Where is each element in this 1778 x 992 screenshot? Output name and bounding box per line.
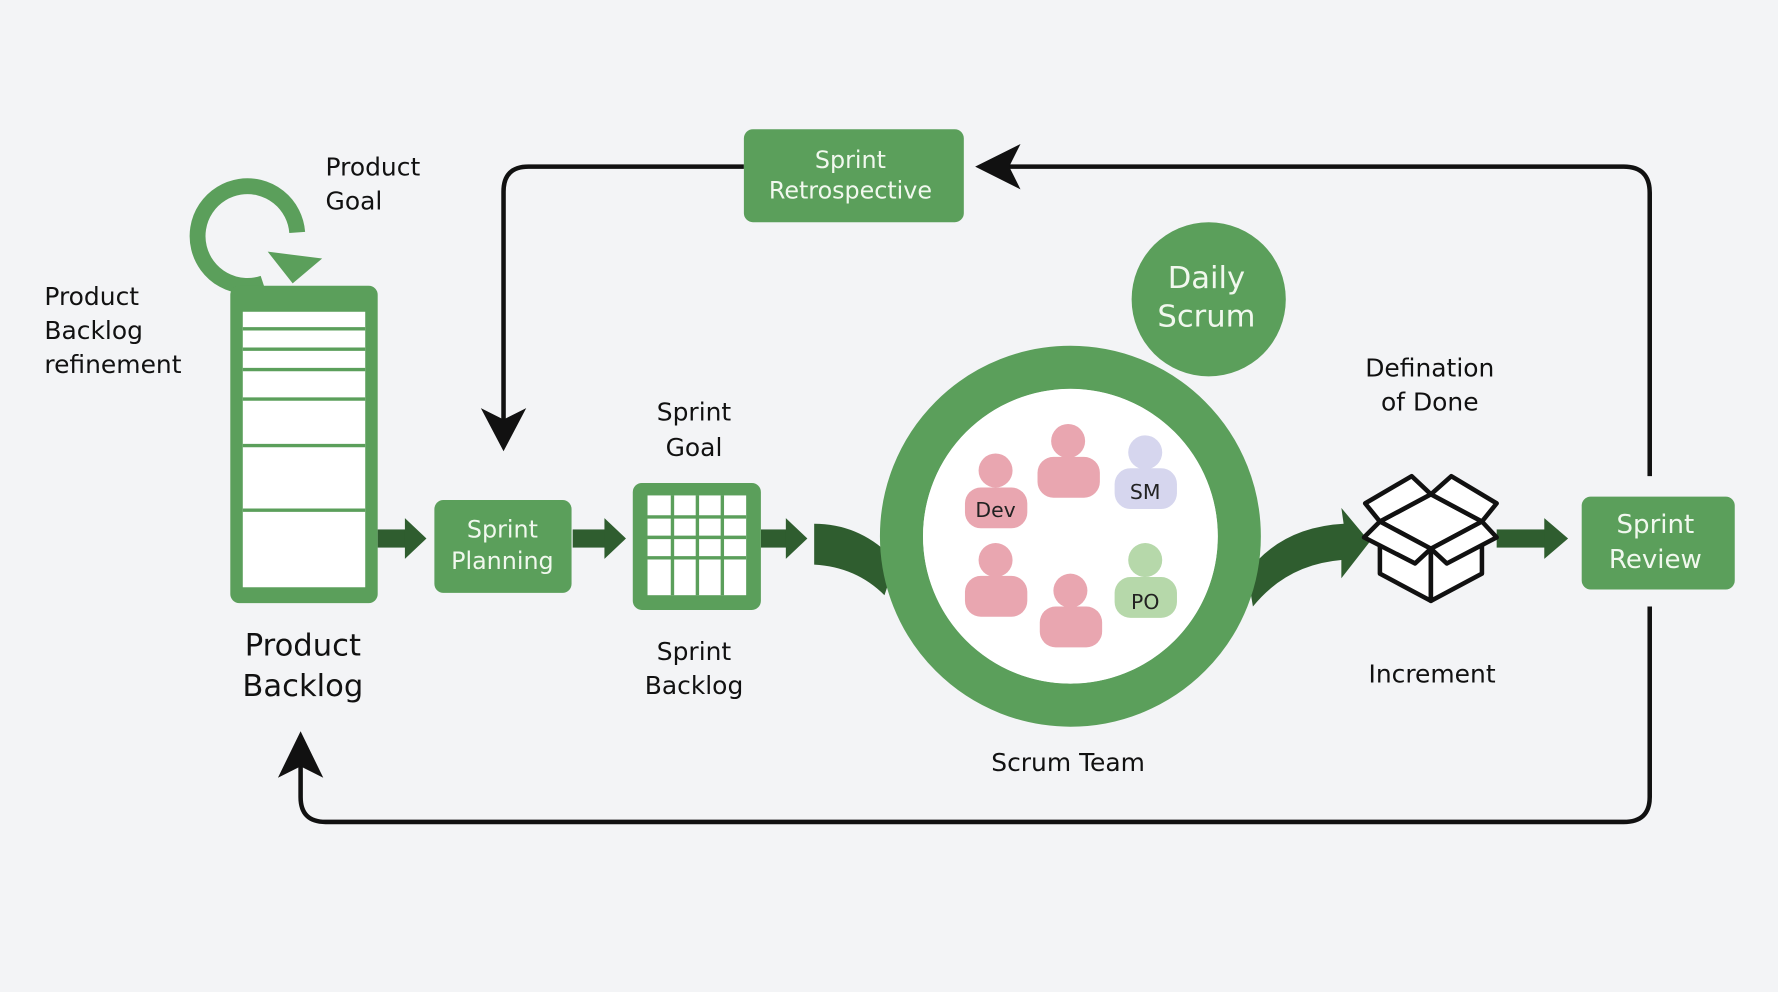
arrow-right-icon <box>572 518 626 559</box>
swoosh-out <box>1247 507 1370 607</box>
person-icon <box>1039 573 1103 648</box>
arrow-right-icon <box>377 518 427 559</box>
scrum-team-ring <box>879 345 1261 727</box>
review-to-backlog-line <box>298 606 1652 825</box>
person-icon <box>1037 424 1100 498</box>
person-icon <box>1114 543 1177 618</box>
arrow-right-icon <box>760 518 808 559</box>
po-label: PO <box>1131 590 1159 614</box>
sm-label: SM <box>1130 480 1161 504</box>
open-box-icon <box>1361 473 1499 604</box>
person-icon <box>964 543 1028 617</box>
backlog-list-icon <box>230 285 378 604</box>
increment-label: Increment <box>1368 659 1495 688</box>
review-to-retro-line <box>1003 164 1652 477</box>
arrowhead-left-icon <box>975 143 1021 190</box>
arrowhead-down-icon <box>480 408 527 452</box>
retro-to-planning-line <box>501 164 744 420</box>
person-icon <box>964 453 1028 529</box>
cycle-arrow-icon <box>189 178 323 294</box>
grid-icon <box>632 482 761 610</box>
arrow-right-icon <box>1496 518 1569 559</box>
person-icon <box>1114 435 1177 510</box>
dev-label: Dev <box>975 498 1015 522</box>
arrowhead-up-icon <box>277 731 324 778</box>
swoosh-in <box>814 523 896 596</box>
scrum-team-label: Scrum Team <box>991 748 1145 777</box>
